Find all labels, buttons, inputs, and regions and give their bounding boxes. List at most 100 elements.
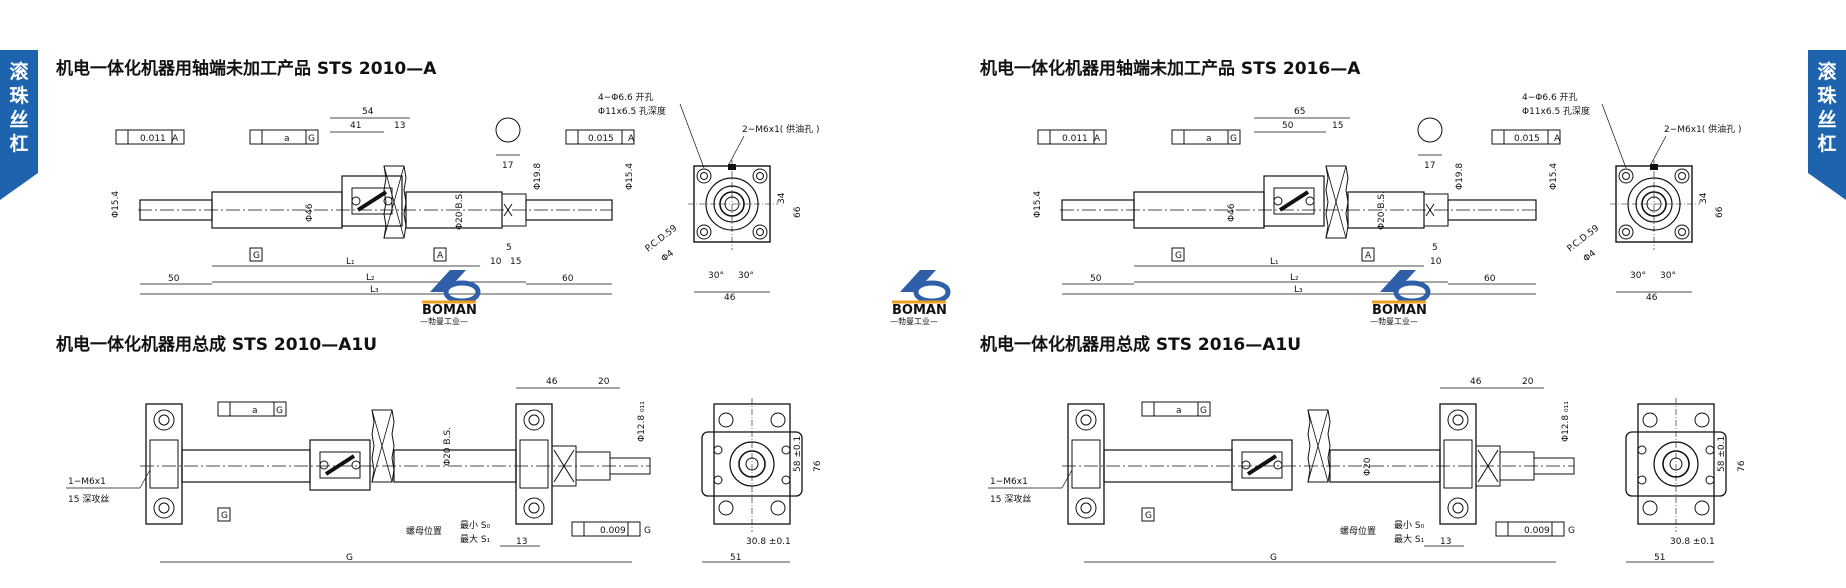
dim-50-top: 50 [1282, 121, 1294, 131]
datum-a-box-r: A [1365, 251, 1372, 261]
tol-a-label: a [284, 134, 290, 144]
note-holes: 4−Φ6.6 开孔 [598, 92, 654, 103]
dim-l2-r: L₂ [1290, 273, 1299, 283]
dim-l1-r: L₁ [1270, 257, 1279, 267]
datum-ref-g: G [308, 134, 315, 144]
dim-pcd59: P.C.D.59 [644, 223, 680, 254]
note-counterbore: Φ11x6.5 孔深度 [598, 105, 666, 117]
flange-end-view-right: 4−Φ6.6 开孔 Φ11x6.5 孔深度 2−M6x1( 供油孔 ) P.C.… [1522, 92, 1742, 303]
drawing-sts2010-a: 0.011 A a G 0.015 A 54 41 13 17 Φ15.4 Φ4… [111, 107, 635, 295]
datum-ref-a-r: A [1094, 134, 1101, 144]
logo-brand-3: BOMAN [1372, 303, 1427, 318]
dim-l3: L₃ [370, 285, 379, 295]
flange-end-view-left: 4−Φ6.6 开孔 Φ11x6.5 孔深度 2−M6x1( 供油孔 ) P.C.… [598, 92, 820, 303]
tol-0-009-r: 0.009 [1524, 526, 1550, 536]
drawing-sts2016-a: 0.011 A a G 0.015 A 65 50 15 17 Φ15.4 Φ4… [1033, 107, 1561, 295]
dim-l3-r: L₃ [1294, 285, 1303, 295]
dim-17: 17 [502, 161, 513, 171]
drawing-sts2016-a1u: 46 20 Φ12.8 ₀₁₁ a G G 1−M6x1 15 深攻丝 Φ20 … [988, 377, 1575, 563]
note-oil-hole: 2−M6x1( 供油孔 ) [742, 123, 820, 135]
dim-66: 66 [793, 206, 803, 218]
note-max-s1-r: 最大 S₁ [1394, 533, 1425, 545]
note-nut-position-r: 螺母位置 [1340, 525, 1376, 537]
datum-g-0-009: G [644, 526, 651, 536]
dim-20-a1u: 20 [598, 377, 610, 387]
datum-ref-a: A [172, 134, 179, 144]
dim-13-a1u: 13 [516, 537, 527, 547]
dim-50-r: 50 [1090, 274, 1102, 284]
tol-runout-2: 0.015 [588, 134, 614, 144]
angle-30-b: 30° [738, 271, 754, 281]
dim-phi15-4-right: Φ15.4 [625, 163, 635, 190]
note-holes-r: 4−Φ6.6 开孔 [1522, 92, 1578, 103]
end-view-a1u-left: 58 ±0.1 76 51 30.8 ±0.1 [701, 397, 823, 563]
note-oil-hole-r: 2−M6x1( 供油孔 ) [1664, 123, 1742, 135]
datum-ref-g-r: G [1230, 134, 1237, 144]
drawing-sts2010-a1u: 46 20 Φ12.8 ₀₁₁ a G G 1−M6x1 15 深攻丝 Φ20 … [66, 377, 651, 563]
angle-30-a: 30° [708, 271, 724, 281]
dim-phi20-bs-a1u: Φ20 B.S. [443, 427, 453, 466]
datum-g-box-a1u-r: G [1145, 511, 1152, 521]
dim-phi46-r: Φ46 [1227, 203, 1237, 222]
logo-2: BOMAN —勃曼工业— [890, 270, 948, 326]
dim-l2: L₂ [366, 273, 375, 283]
datum-g-box: G [253, 251, 260, 261]
logo-brand-2: BOMAN [892, 303, 947, 318]
note-nut-position: 螺母位置 [406, 525, 442, 537]
datum-ref-a2: A [628, 134, 635, 144]
dim-17-r: 17 [1424, 161, 1435, 171]
dim-g-r: G [1270, 553, 1277, 563]
dim-13-a1u-r: 13 [1440, 537, 1451, 547]
dim-5: 5 [506, 243, 512, 253]
side-tab-left: 滚珠丝杠 [0, 50, 38, 200]
dim-54: 54 [362, 107, 374, 117]
tol-runout-2-r: 0.015 [1514, 134, 1540, 144]
note-max-s1: 最大 S₁ [460, 533, 491, 545]
dim-phi15-4: Φ15.4 [111, 191, 121, 218]
datum-g-a1u-r: G [1200, 406, 1207, 416]
dim-46: 46 [724, 293, 736, 303]
angle-30-a-r: 30° [1630, 271, 1646, 281]
datum-ref-a2-r: A [1554, 134, 1561, 144]
note-tap-depth: 15 深攻丝 [68, 493, 109, 505]
logo-3: BOMAN —勃曼工业— [1370, 270, 1428, 326]
dim-58: 58 ±0.1 [793, 436, 803, 472]
dim-20-a1u-r: 20 [1522, 377, 1534, 387]
dim-65: 65 [1294, 107, 1305, 117]
dim-phi4-r: Φ4 [1582, 248, 1598, 264]
dim-46-a1u-r: 46 [1470, 377, 1482, 387]
datum-g-box-a1u: G [221, 511, 228, 521]
dim-51-r: 51 [1654, 553, 1665, 563]
dim-58-r: 58 ±0.1 [1717, 436, 1727, 472]
side-tab-right: 滚珠丝杠 [1808, 50, 1846, 200]
logo-subtitle-1: —勃曼工业— [420, 316, 468, 326]
dim-34-r: 34 [1699, 192, 1709, 204]
dim-phi19-8: Φ19.8 [533, 163, 543, 190]
dim-50: 50 [168, 274, 180, 284]
logo-subtitle-2: —勃曼工业— [890, 316, 938, 326]
title-sts2016-a1u: 机电一体化机器用总成 STS 2016—A1U [980, 335, 1302, 355]
dim-l1: L₁ [346, 257, 355, 267]
logo-brand-1: BOMAN [422, 303, 477, 318]
logo-1: BOMAN —勃曼工业— [420, 270, 478, 326]
dim-phi4: Φ4 [660, 248, 676, 264]
end-view-a1u-right: 58 ±0.1 76 51 30.8 ±0.1 [1625, 397, 1747, 563]
dim-30-8-r: 30.8 ±0.1 [1670, 537, 1715, 547]
dim-41: 41 [350, 121, 361, 131]
dim-phi15-4-r: Φ15.4 [1033, 191, 1043, 218]
dim-phi20-bs: Φ20 B.S. [455, 191, 465, 230]
tol-a-label-r: a [1206, 134, 1212, 144]
dim-g: G [346, 553, 353, 563]
tol-a-a1u: a [252, 406, 258, 416]
dim-phi20-bs-r: Φ20 B.S. [1377, 191, 1387, 230]
note-min-s0: 最小 S₀ [460, 520, 491, 531]
dim-phi19-8-r: Φ19.8 [1455, 163, 1465, 190]
dim-10-r: 10 [1430, 257, 1442, 267]
dim-phi20-r: Φ20 [1363, 457, 1373, 476]
tol-0-009: 0.009 [600, 526, 626, 536]
dim-15-top: 15 [1332, 121, 1343, 131]
dim-51: 51 [730, 553, 741, 563]
note-m6x1: 1−M6x1 [68, 477, 106, 487]
dim-15: 15 [510, 257, 521, 267]
